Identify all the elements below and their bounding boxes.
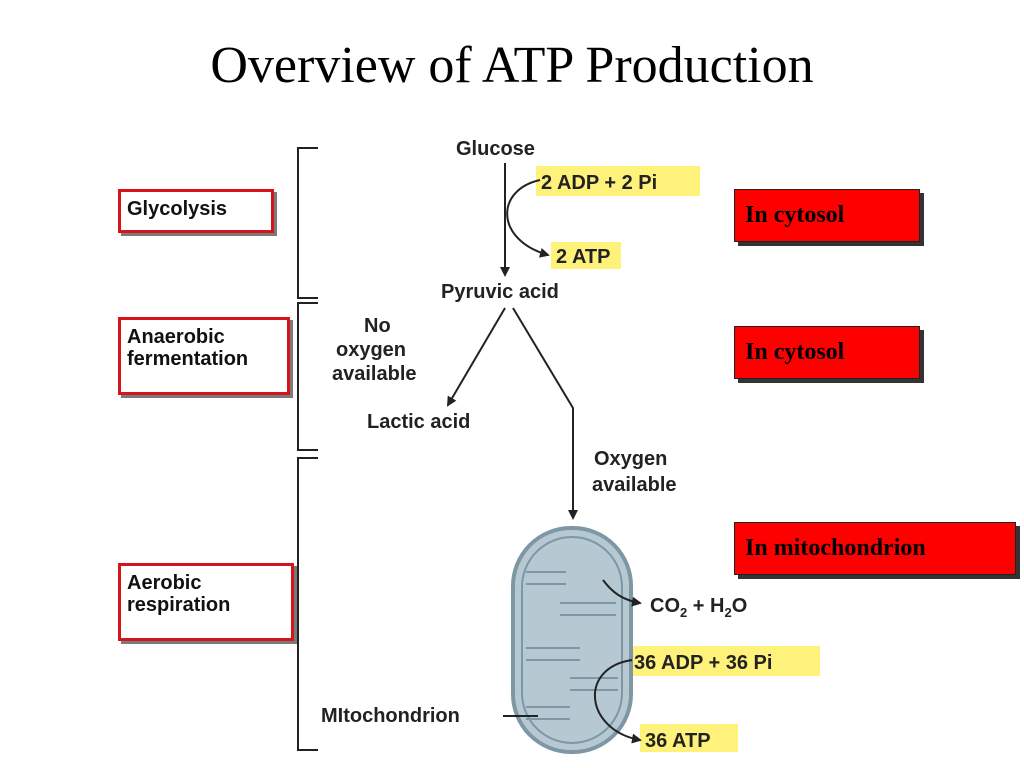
h2o-end-text: O bbox=[732, 595, 748, 617]
location-anaerobic: In cytosol bbox=[734, 326, 920, 379]
glucose-label: Glucose bbox=[456, 138, 535, 160]
mito-to-co2-arrow bbox=[602, 579, 642, 607]
adp-to-atp-curve bbox=[506, 179, 550, 258]
location-aerobic: In mitochondrion bbox=[734, 522, 1016, 575]
aerobic-text-line2: respiration bbox=[127, 594, 231, 616]
bracket-glycolysis bbox=[297, 147, 318, 299]
adp-36-label: 36 ADP + 36 Pi bbox=[634, 652, 772, 674]
aerobic-respiration-label: Aerobic respiration bbox=[118, 563, 294, 641]
glycolysis-text: Glycolysis bbox=[127, 198, 228, 220]
h2o-subscript: 2 bbox=[724, 605, 731, 620]
anaerobic-fermentation-label: Anaerobic fermentation bbox=[118, 317, 290, 395]
adp36-to-atp36-curve bbox=[594, 659, 642, 744]
co2-h2o-label: CO2 + H2O bbox=[650, 595, 747, 620]
location-glycolysis: In cytosol bbox=[734, 189, 920, 242]
co2-subscript: 2 bbox=[680, 605, 687, 620]
no-oxygen-line3: available bbox=[332, 363, 417, 385]
atp-36-label: 36 ATP bbox=[645, 730, 711, 752]
aerobic-text-line1: Aerobic bbox=[127, 572, 202, 594]
slide-title: Overview of ATP Production bbox=[210, 37, 814, 94]
atp-label: 2 ATP bbox=[556, 246, 610, 268]
mitochondrion-graphic bbox=[511, 526, 633, 754]
pyruvic-acid-label: Pyruvic acid bbox=[441, 281, 559, 303]
glycolysis-label: Glycolysis bbox=[118, 189, 274, 233]
co2-text: CO bbox=[650, 595, 680, 617]
atp-highlight bbox=[551, 242, 621, 269]
pyruvate-to-lactic-arrow bbox=[446, 307, 506, 407]
oxygen-line1: Oxygen bbox=[594, 448, 667, 470]
no-oxygen-line1: No bbox=[364, 315, 391, 337]
mitochondrion-label: MItochondrion bbox=[321, 705, 460, 727]
lactic-acid-label: Lactic acid bbox=[367, 411, 470, 433]
adp-label: 2 ADP + 2 Pi bbox=[541, 172, 657, 194]
bracket-aerobic bbox=[297, 457, 318, 751]
plus-h-text: + H bbox=[687, 595, 724, 617]
bracket-anaerobic bbox=[297, 302, 318, 451]
no-oxygen-line2: oxygen bbox=[336, 339, 406, 361]
pyruvate-to-mito-arrow bbox=[512, 307, 578, 520]
anaerobic-text-line1: Anaerobic bbox=[127, 326, 225, 348]
atp-36-highlight bbox=[640, 724, 738, 752]
adp-36-highlight bbox=[630, 646, 820, 676]
adp-highlight bbox=[536, 166, 700, 196]
anaerobic-text-line2: fermentation bbox=[127, 348, 249, 370]
oxygen-line2: available bbox=[592, 474, 677, 496]
